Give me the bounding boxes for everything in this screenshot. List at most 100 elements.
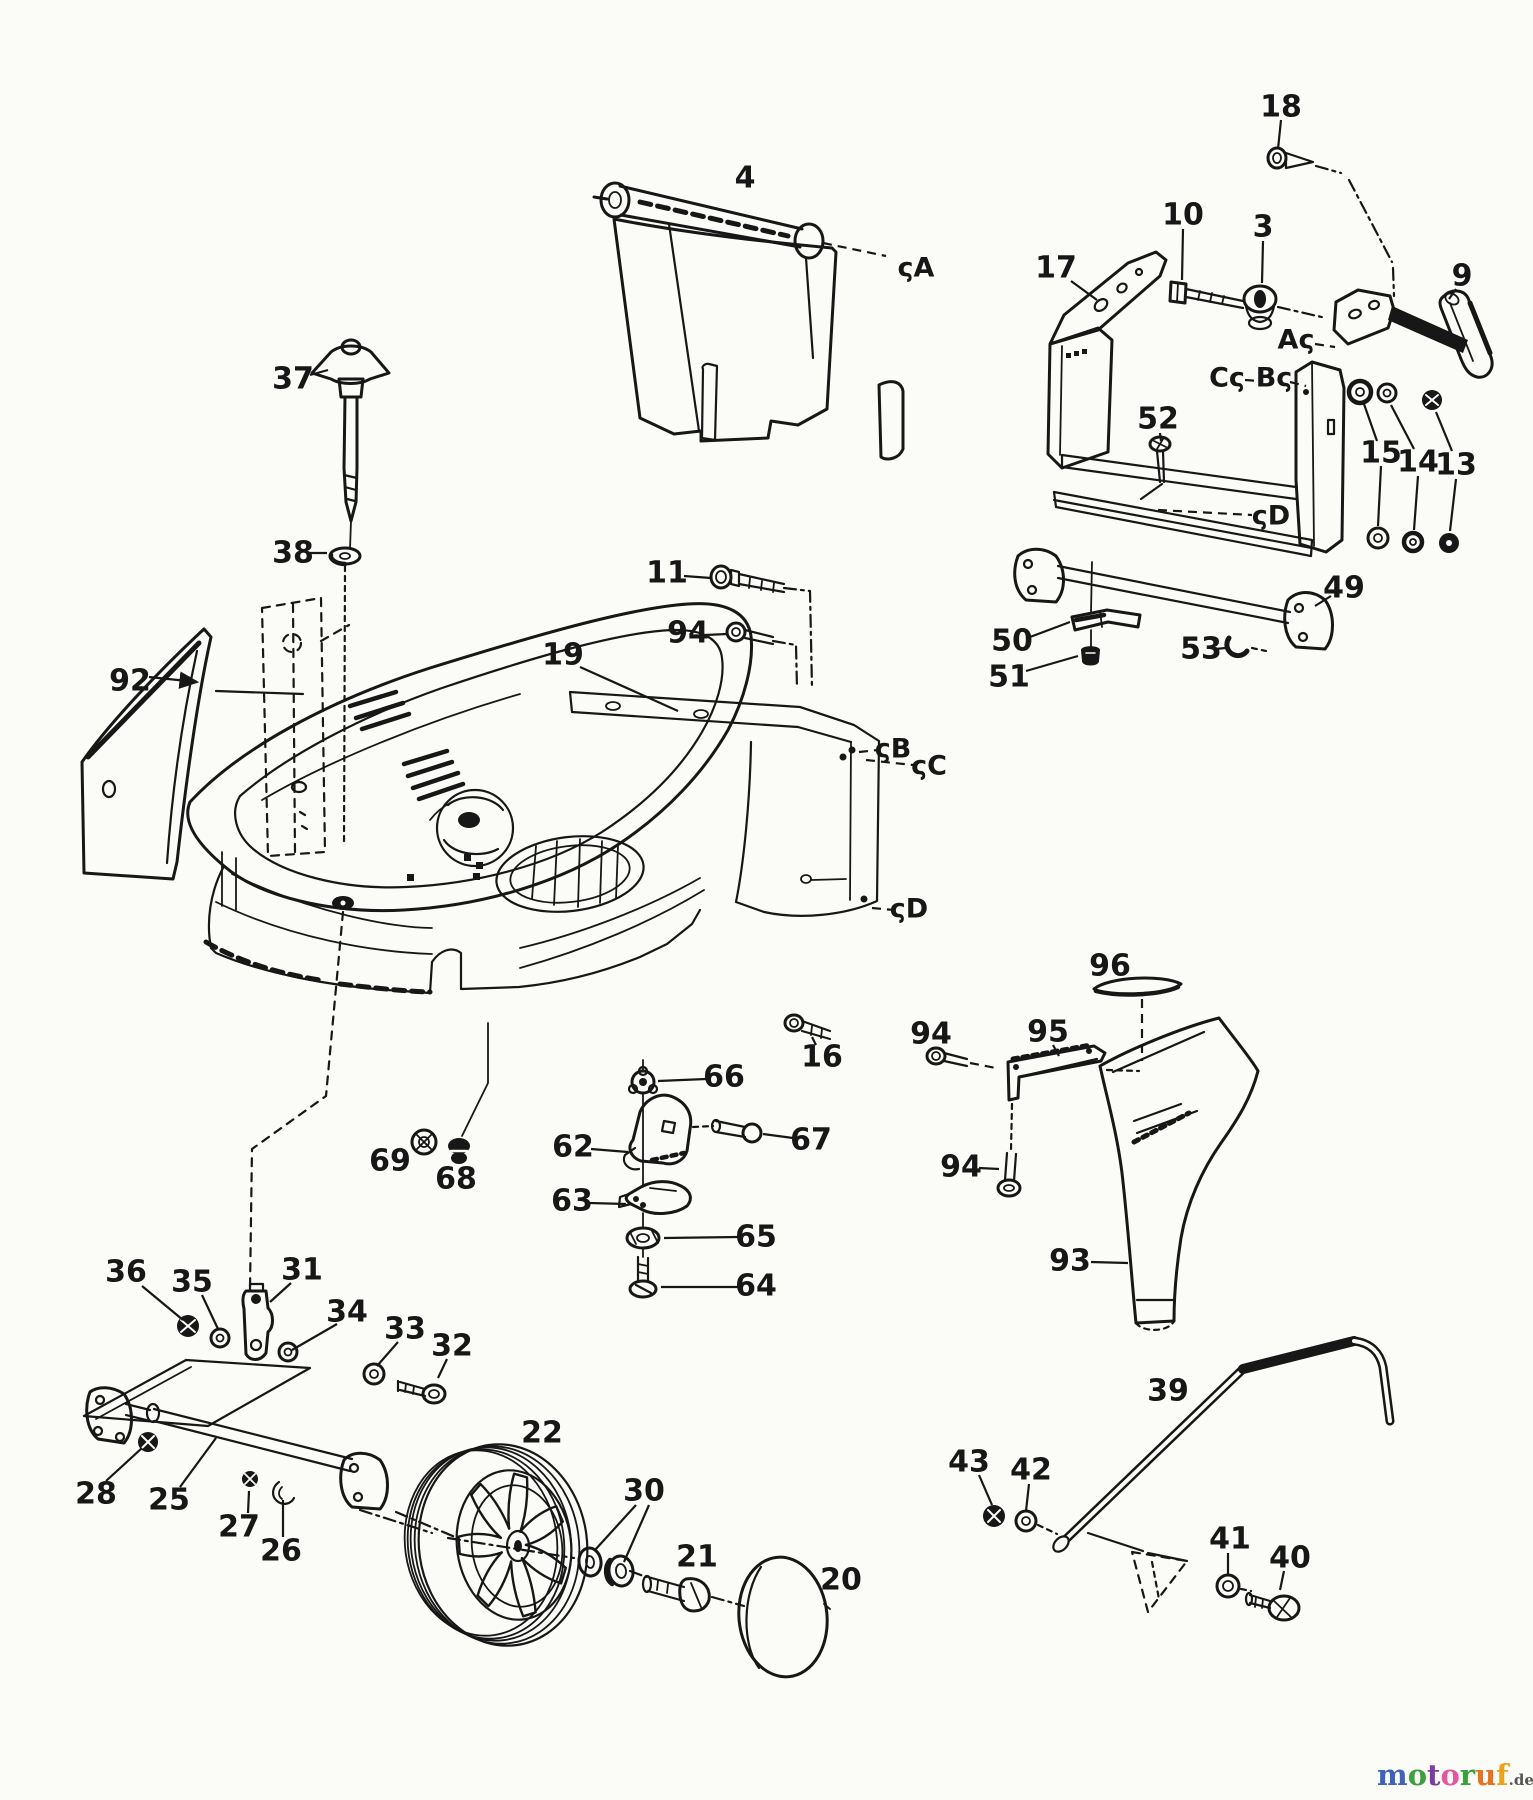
leader-43 [977, 1474, 994, 1506]
part-label-68: 68 [435, 1162, 477, 1197]
leader-28 [105, 1447, 143, 1482]
part-label-34: 34 [326, 1295, 368, 1330]
part-label-93: 93 [1049, 1244, 1091, 1279]
front-axle-drawing [85, 1386, 457, 1539]
part-94-screw-top-drawing [725, 621, 799, 690]
part-label-41: 41 [1209, 1522, 1251, 1557]
leader-13-1 [1448, 478, 1458, 532]
part-label-36: 36 [105, 1255, 147, 1290]
leader-30-1 [622, 1504, 651, 1563]
part-label-43: 43 [948, 1445, 990, 1480]
leader-D-frame [1157, 508, 1253, 517]
part-label-63: 63 [551, 1184, 593, 1219]
leader-15-1 [1376, 465, 1383, 527]
leader-36 [141, 1285, 184, 1321]
part-label-3: 3 [1253, 210, 1274, 245]
part-96-strip-drawing [1092, 976, 1183, 997]
part-label-38: 38 [272, 536, 314, 571]
part-label-21: 21 [676, 1540, 718, 1575]
part-label-52: 52 [1137, 402, 1179, 437]
leader-34 [291, 1323, 338, 1351]
ref-label-C-frame: Cς [1209, 363, 1245, 394]
part-label-11: 11 [646, 556, 688, 591]
watermark-letter: u [1475, 1758, 1496, 1792]
part-label-22: 22 [521, 1416, 563, 1451]
part-11-bolt-drawing [709, 564, 814, 690]
wheel-spoke [507, 1472, 529, 1533]
part-37-star-knob-drawing [310, 338, 391, 550]
part-label-39: 39 [1147, 1374, 1189, 1409]
leader-32 [437, 1358, 448, 1379]
wheel-spoke [470, 1482, 511, 1539]
leader-A-frame [1314, 342, 1336, 349]
underside-parts-drawing [410, 1022, 763, 1299]
leader-49 [1314, 595, 1332, 607]
part-label-96: 96 [1089, 949, 1131, 984]
part-label-20: 20 [820, 1563, 862, 1598]
leader-18 [1276, 119, 1283, 150]
leader-33 [376, 1341, 399, 1367]
leader-C-deck [865, 758, 914, 767]
ref-label-D-frame: ςD [1252, 501, 1290, 532]
leader-42 [1024, 1483, 1031, 1512]
leader-17 [1070, 280, 1098, 301]
leader-62 [590, 1147, 629, 1154]
part-label-19: 19 [542, 638, 584, 673]
part-label-50: 50 [991, 624, 1033, 659]
leader-13 [1434, 411, 1454, 452]
rear-axle-49-drawing [1013, 547, 1334, 666]
part-label-64: 64 [735, 1269, 777, 1304]
ref-label-D-deck: ςD [890, 894, 928, 925]
part-4-deflector-drawing [592, 181, 905, 461]
ref-label-A-flap: ςA [898, 253, 935, 284]
part-label-67: 67 [790, 1123, 832, 1158]
leader-15 [1362, 403, 1379, 442]
leader-14-1 [1412, 475, 1420, 531]
leader-94c [978, 1166, 1000, 1171]
diagram-drawing [80, 146, 1494, 1679]
leader-30 [594, 1504, 637, 1551]
leader-94b [969, 1061, 997, 1070]
watermark-letter: o [1408, 1758, 1427, 1792]
part-label-94c: 94 [940, 1150, 982, 1185]
hidden-bracket-outline [260, 596, 351, 858]
ref-label-B-frame: Bς [1256, 363, 1293, 394]
leader-19 [579, 665, 679, 713]
leader-50 [1029, 620, 1071, 639]
leader-D-deck [871, 906, 895, 912]
watermark-letter: t [1427, 1758, 1441, 1792]
part-label-92: 92 [109, 664, 151, 699]
ref-label-B-deck: ςB [875, 734, 912, 765]
watermark-motoruf: motoruf.de [1377, 1758, 1533, 1792]
leader-11 [683, 574, 712, 580]
part-label-26: 26 [260, 1534, 302, 1569]
part-label-51: 51 [988, 660, 1030, 695]
part-label-16: 16 [801, 1040, 843, 1075]
part-label-95: 95 [1027, 1015, 1069, 1050]
leader-66 [657, 1077, 707, 1083]
part-label-66: 66 [703, 1060, 745, 1095]
part-19-deck-drawing [186, 602, 881, 995]
part-label-49: 49 [1323, 571, 1365, 606]
part-label-27: 27 [218, 1510, 260, 1545]
leader-94a [704, 632, 728, 637]
leader-92 [148, 671, 200, 689]
engine-bracket-frame-drawing [1046, 146, 1494, 558]
leader-93 [1090, 1260, 1129, 1265]
leader-40 [1278, 1570, 1286, 1591]
part-label-32: 32 [431, 1329, 473, 1364]
part-label-53: 53 [1180, 632, 1222, 667]
part-label-28: 28 [75, 1477, 117, 1512]
leader-53 [1215, 646, 1226, 651]
part-label-62: 62 [552, 1130, 594, 1165]
wheel-spoke [509, 1557, 537, 1618]
part-label-69: 69 [369, 1144, 411, 1179]
leader-B-frame [1289, 380, 1307, 388]
wheel-spoke [519, 1505, 564, 1547]
part-label-35: 35 [171, 1265, 213, 1300]
part-label-40: 40 [1269, 1541, 1311, 1576]
wheel-spoke [520, 1543, 567, 1585]
watermark-letter: o [1440, 1758, 1459, 1792]
leader-B-deck [858, 748, 879, 754]
